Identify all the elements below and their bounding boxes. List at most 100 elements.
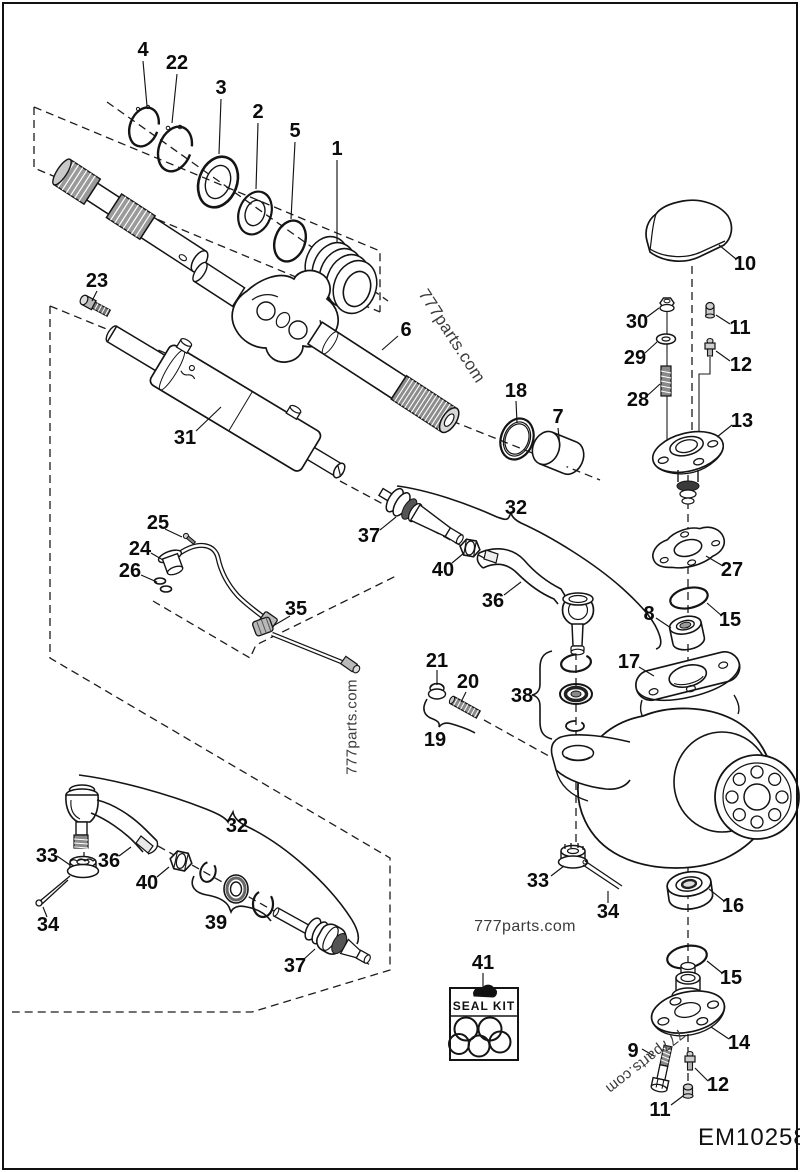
- callout-11-upper: 11: [729, 317, 751, 339]
- callout-5: 5: [289, 120, 301, 142]
- drive-shaft-6: [306, 320, 460, 434]
- callout-4: 4: [137, 39, 149, 61]
- callout-14: 14: [727, 1032, 751, 1054]
- screw-25: [182, 532, 197, 545]
- kingpin-flange-13: [651, 430, 725, 475]
- callout-32-lower: 32: [225, 815, 249, 837]
- grease-fitting-11-lower: [682, 1083, 694, 1099]
- bearing-3: [196, 155, 240, 209]
- inner-tie-rod-37-lower: [304, 917, 371, 964]
- cotter-pin-34-right: [582, 859, 623, 890]
- cotter-pin-34-left: [35, 875, 71, 907]
- callout-22: 22: [165, 52, 189, 74]
- callout-12-upper: 12: [729, 354, 753, 376]
- seal-18: [499, 417, 535, 461]
- callout-12-lower: 12: [706, 1074, 730, 1096]
- grease-fitting-11-upper: [704, 301, 716, 319]
- callout-20: 20: [456, 671, 480, 693]
- callout-37-upper: 37: [357, 525, 381, 547]
- o-ring-5: [272, 219, 308, 263]
- seal-stack-38: [559, 653, 593, 732]
- callout-3: 3: [215, 77, 227, 99]
- callout-10: 10: [733, 253, 757, 275]
- o-ring-15-upper: [669, 586, 709, 610]
- seal-2: [237, 190, 273, 236]
- callout-24: 24: [128, 538, 152, 560]
- bolt-23: [79, 294, 112, 317]
- leader-lines: [42, 60, 737, 1106]
- o-rings-26: [153, 577, 173, 593]
- callout-13: 13: [730, 410, 754, 432]
- callout-21: 21: [425, 650, 449, 672]
- bearing-16: [666, 870, 714, 910]
- callout-33-right: 33: [526, 870, 550, 892]
- kingpin-13-neck: [676, 470, 700, 505]
- cup-7: [531, 430, 585, 475]
- hardware-axis-lines: [666, 303, 711, 444]
- callout-37-lower: 37: [283, 955, 307, 977]
- callout-11-lower: 11: [649, 1099, 671, 1121]
- input-shaft: [52, 158, 209, 273]
- seal-kit-label: SEAL KIT: [452, 999, 516, 1013]
- tie-rod-end-36-upper: [476, 548, 595, 656]
- callout-18: 18: [504, 380, 528, 402]
- callout-25: 25: [146, 512, 170, 534]
- bolt-9: [650, 1044, 673, 1093]
- retaining-ring-4: [127, 104, 161, 148]
- callout-16: 16: [721, 895, 745, 917]
- gasket-27: [652, 526, 726, 569]
- nut-30: [659, 297, 675, 313]
- construction-lines: [12, 101, 693, 1092]
- callout-35: 35: [284, 598, 308, 620]
- jam-nut-40-lower: [169, 850, 193, 872]
- seal-kit-box: [448, 984, 519, 1061]
- flanged-nut-33-left: [66, 855, 100, 879]
- callout-34-left: 34: [36, 914, 60, 936]
- watermark-vertical: 777parts.com: [343, 679, 361, 775]
- retaining-ring-22: [156, 124, 194, 173]
- fitting-12-lower: [684, 1050, 696, 1071]
- callout-6: 6: [400, 319, 412, 341]
- fitting-12-upper: [704, 337, 716, 357]
- tie-rod-shaft-lower: [272, 907, 313, 936]
- nut-21: [427, 682, 447, 700]
- spring-pin-28: [660, 365, 672, 397]
- tie-rod-end-36-lower: [65, 784, 159, 855]
- callout-19: 19: [423, 729, 447, 751]
- callout-15-lower: 15: [719, 967, 743, 989]
- callout-39: 39: [204, 912, 228, 934]
- callout-27: 27: [720, 559, 744, 581]
- stud-20: [448, 695, 482, 719]
- callout-7: 7: [552, 406, 564, 428]
- callout-33-left: 33: [35, 845, 59, 867]
- seal-set-39: [199, 861, 275, 919]
- callout-28: 28: [626, 389, 650, 411]
- cap-10: [645, 199, 733, 262]
- steering-knuckle-17: [550, 650, 800, 869]
- callout-40-lower: 40: [135, 872, 159, 894]
- lower-flange-14: [650, 961, 726, 1037]
- callout-15-upper: 15: [718, 609, 742, 631]
- callout-30: 30: [625, 311, 649, 333]
- callout-26: 26: [118, 560, 142, 582]
- callout-36-lower: 36: [97, 850, 121, 872]
- callout-17: 17: [617, 651, 641, 673]
- inner-tie-rod-37-upper: [377, 487, 464, 545]
- callout-32-upper: 32: [504, 497, 528, 519]
- harness-35: [252, 616, 361, 674]
- callout-2: 2: [252, 101, 264, 123]
- callout-36-upper: 36: [481, 590, 505, 612]
- assembly-brackets: [78, 485, 662, 945]
- callout-8: 8: [643, 603, 655, 625]
- callout-29: 29: [623, 347, 647, 369]
- callout-34-right: 34: [596, 901, 620, 923]
- castle-nut-33-right: [557, 843, 589, 869]
- callout-38: 38: [510, 685, 534, 707]
- callout-9: 9: [627, 1040, 639, 1062]
- washer-29: [655, 333, 677, 345]
- drawing-code: EM10258: [698, 1124, 800, 1151]
- callout-40-upper: 40: [431, 559, 455, 581]
- callout-31: 31: [173, 427, 197, 449]
